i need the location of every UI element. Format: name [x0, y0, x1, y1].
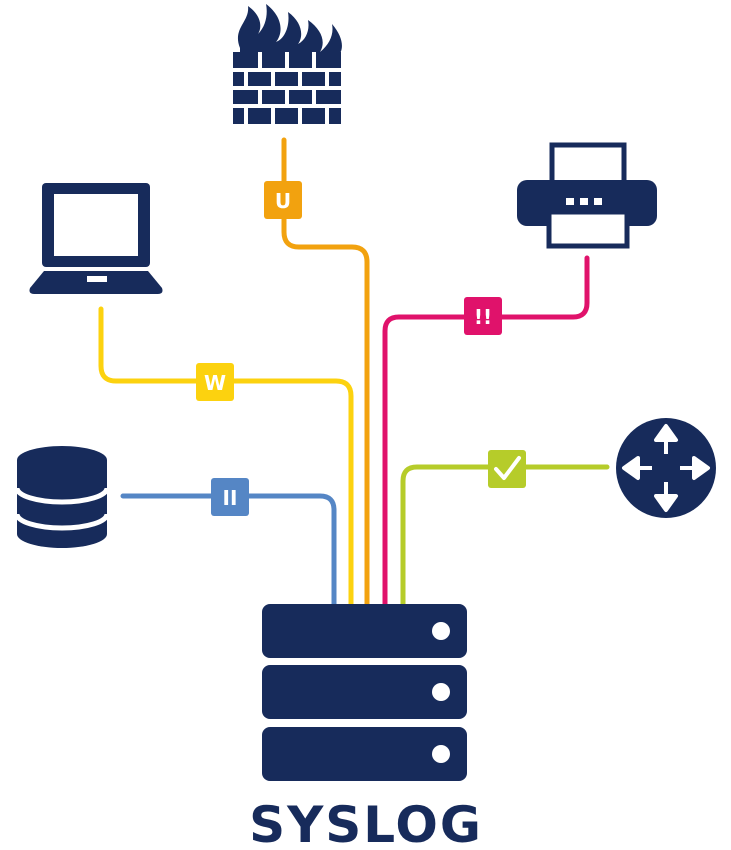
badge-firewall: U — [264, 181, 302, 219]
badge-printer: !! — [464, 297, 502, 335]
laptop-icon — [29, 183, 163, 294]
badge-database-label: II — [223, 486, 238, 510]
badge-printer-label: !! — [474, 305, 492, 329]
diagram-title: SYSLOG — [249, 796, 483, 850]
router-icon — [616, 418, 716, 518]
line-firewall — [281, 137, 370, 609]
badge-laptop-label: W — [204, 371, 226, 395]
badge-firewall-label: U — [275, 189, 291, 213]
line-laptop — [98, 306, 354, 609]
badge-laptop: W — [196, 363, 234, 401]
server-icon — [262, 604, 467, 781]
line-database — [120, 493, 337, 609]
badge-database: II — [211, 478, 249, 516]
database-icon — [14, 446, 110, 548]
line-router — [400, 464, 610, 609]
firewall-icon — [233, 4, 342, 124]
checkmark-icon — [494, 456, 521, 480]
badge-router — [488, 450, 526, 488]
printer-icon — [517, 142, 657, 249]
